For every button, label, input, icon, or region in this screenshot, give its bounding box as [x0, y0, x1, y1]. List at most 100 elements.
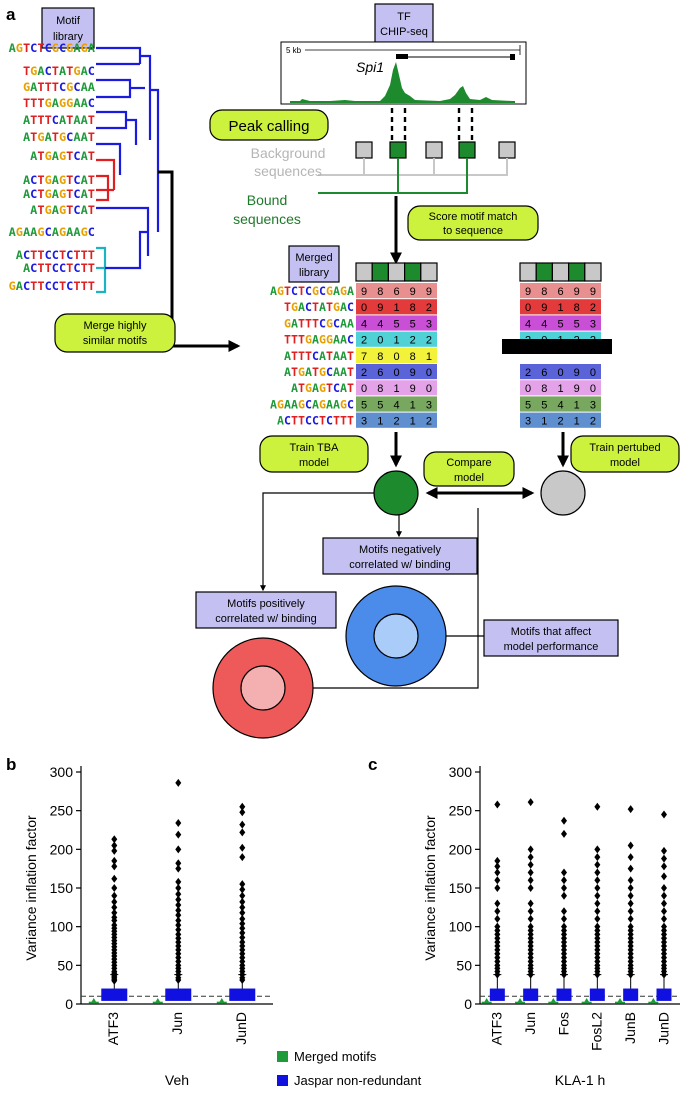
matrix-cell: 1: [393, 302, 399, 314]
y-tick-label: 200: [449, 841, 473, 857]
matrix-cell: 4: [557, 399, 563, 411]
y-tick-label: 0: [65, 996, 73, 1012]
outlier-jaspar: [627, 841, 634, 850]
outlier-jaspar: [594, 884, 601, 892]
matrix-cell: 9: [574, 367, 580, 379]
bound-lines: [318, 158, 468, 194]
outlier-jaspar: [111, 976, 118, 985]
library-motif: ACTTCCTCTT: [23, 261, 95, 275]
outlier-jaspar: [527, 845, 534, 854]
y-tick-label: 250: [50, 803, 74, 819]
legend-swatch-jaspar: [277, 1075, 288, 1086]
x-tick-label: JunD: [655, 1012, 671, 1045]
matrix-row-bg: [356, 315, 437, 331]
outlier-jaspar: [527, 798, 534, 807]
outlier-jaspar: [627, 914, 634, 923]
matrix-header-cell: [567, 262, 586, 282]
panel-b-label: b: [6, 755, 16, 774]
matrix-cell: 5: [574, 318, 580, 330]
motif-library-label: Motif library: [41, 7, 95, 49]
library-motif: ACTGAGTCAT: [23, 187, 95, 201]
y-tick-label: 300: [50, 764, 74, 780]
matrix-cell: 3: [426, 318, 432, 330]
outlier-jaspar: [111, 891, 118, 900]
matrix-cell: 5: [410, 318, 416, 330]
merged-motif: ATGATGCAAT: [284, 365, 354, 379]
library-motif: TGACTATGAC: [23, 64, 95, 78]
outlier-jaspar: [494, 884, 501, 892]
outlier-jaspar: [239, 919, 246, 928]
matrix-cell: 6: [557, 286, 563, 298]
outlier-jaspar: [627, 891, 634, 900]
matrix-cell: 5: [361, 399, 367, 411]
svg-text:Peak calling: Peak calling: [229, 118, 310, 135]
bound-label-2: sequences: [233, 211, 301, 227]
matrix-cell: 4: [393, 399, 399, 411]
y-tick-label: 50: [57, 957, 73, 973]
matrix-cell: 9: [410, 383, 416, 395]
matrix-cell: 0: [590, 383, 596, 395]
outlier-jaspar: [561, 907, 567, 916]
outlier-jaspar: [527, 868, 534, 877]
svg-text:Merged: Merged: [295, 252, 332, 264]
outlier-jaspar: [594, 860, 601, 869]
y-axis-label: Variance inflation factor: [23, 815, 39, 961]
outlier-jaspar: [175, 916, 182, 925]
motifs-negative-label: Motifs negatively correlated w/ binding: [322, 537, 478, 575]
matrix-header-cell: [371, 262, 390, 282]
outlier-jaspar: [239, 897, 246, 906]
outlier-jaspar: [494, 914, 501, 923]
svg-text:5 kb: 5 kb: [286, 46, 302, 55]
outlier-jaspar: [627, 907, 634, 916]
x-tick-label: Jun: [169, 1012, 185, 1035]
matrix-row-bg: [356, 396, 437, 412]
bound-label-1: Bound: [247, 192, 287, 208]
matrix-cell: 5: [525, 399, 531, 411]
matrix-cell: 0: [557, 367, 563, 379]
outlier-jaspar: [111, 846, 118, 855]
matrix-row-bg: [520, 412, 601, 428]
matrix-cell: 2: [361, 335, 367, 347]
matrix-cell: 6: [393, 286, 399, 298]
outlier-jaspar: [527, 876, 534, 885]
outlier-merged: [650, 998, 657, 1003]
matrix-row-bg: [520, 396, 601, 412]
outlier-jaspar: [594, 907, 601, 916]
outlier-jaspar: [594, 853, 601, 862]
outlier-jaspar: [661, 862, 667, 871]
compare-model-callout: Compare model: [423, 451, 515, 487]
outlier-jaspar: [627, 853, 634, 862]
outlier-jaspar: [661, 907, 667, 916]
matrix-cell: 5: [541, 399, 547, 411]
merged-motif: GATTTCGCAA: [284, 316, 354, 330]
perturbation-bar: [502, 339, 612, 354]
outlier-jaspar: [627, 864, 634, 873]
panel-c-label: c: [368, 755, 377, 774]
matrix-cell: 0: [361, 302, 367, 314]
matrix-cell: 2: [393, 416, 399, 428]
matrix-cell: 8: [541, 383, 547, 395]
y-tick-label: 250: [449, 803, 473, 819]
matrix-cell: 2: [426, 302, 432, 314]
matrix-cell: 8: [377, 351, 383, 363]
outlier-jaspar: [239, 843, 246, 852]
matrix-cell: 5: [377, 399, 383, 411]
outlier-jaspar: [239, 853, 246, 862]
matrix-header-cell: [355, 262, 373, 282]
outlier-jaspar: [111, 835, 118, 844]
matrix-cell: 1: [393, 383, 399, 395]
affect-connector-positive: [278, 508, 479, 691]
outlier-jaspar: [561, 891, 567, 900]
outlier-jaspar: [661, 854, 667, 863]
merged-motif: AGTCTCGCGAGA: [270, 284, 354, 298]
outlier-jaspar: [239, 891, 246, 900]
gene-label: Spi1: [356, 59, 384, 75]
outlier-jaspar: [661, 884, 667, 892]
matrix-header-cell: [535, 262, 554, 282]
train-tba-callout: Train TBA model: [259, 435, 369, 473]
box-jaspar: [229, 988, 256, 1001]
matrix-cell: 1: [377, 416, 383, 428]
